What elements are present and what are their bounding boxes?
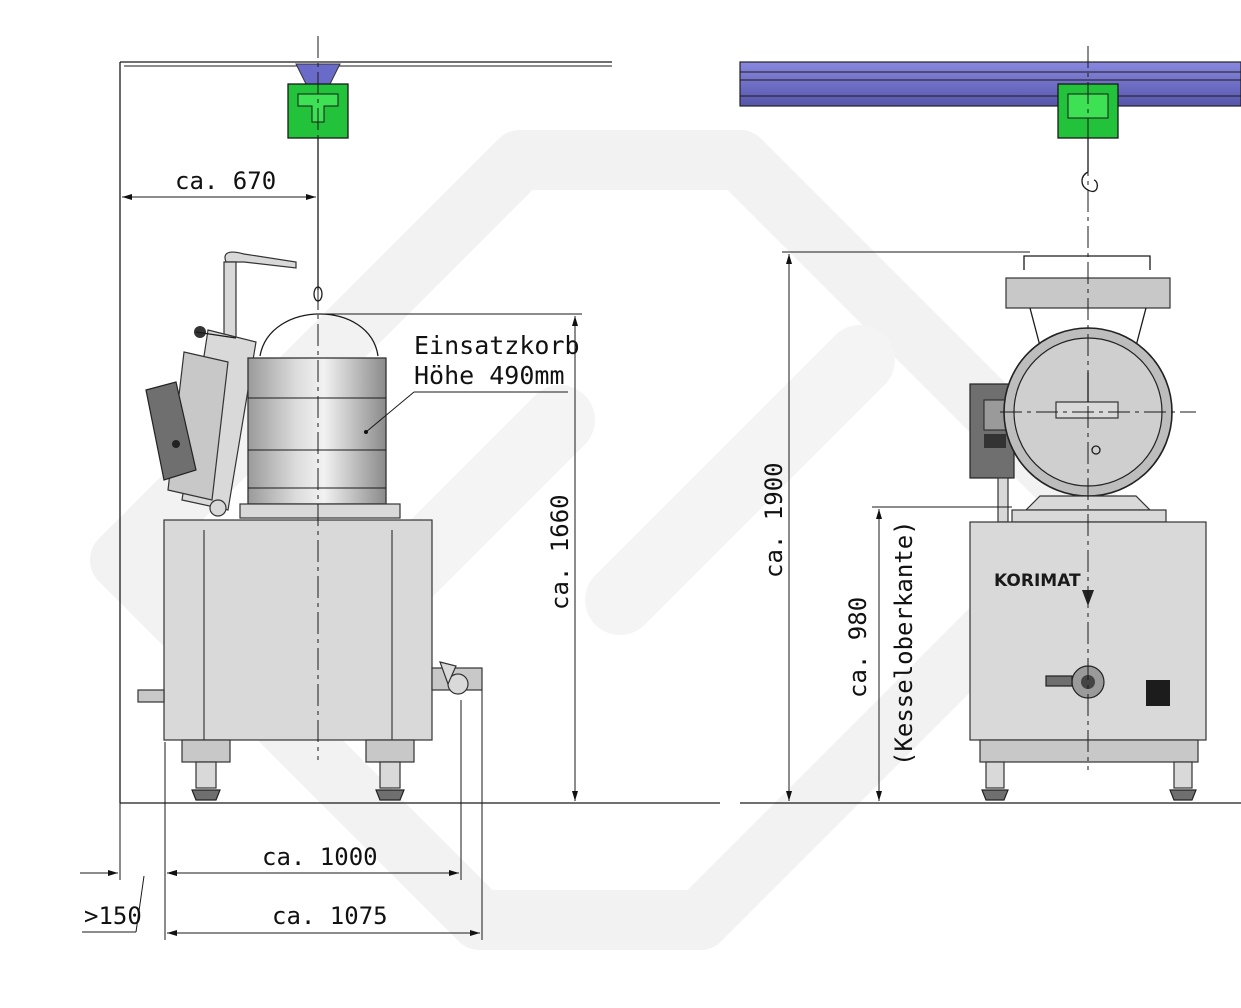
kettle-lid-round [997, 327, 1173, 523]
tilted-lid [145, 251, 297, 517]
dimension-1660: ca. 1660 [318, 313, 582, 801]
dim-150-label: >150 [84, 902, 142, 930]
basket-callout: Einsatzkorb Höhe 490mm [364, 331, 580, 434]
insert-basket [247, 313, 387, 505]
right-front-view: KORIMAT ca. 1900 ca. 980 [739, 46, 1241, 804]
dimension-1900: ca. 1900 [760, 251, 1030, 801]
left-side-view: ca. 670 Einsatzkorb Höhe 490mm ca. 1660 … [80, 36, 720, 940]
dim-670-label: ca. 670 [175, 167, 276, 195]
dim-1660-label: ca. 1660 [546, 494, 574, 610]
brand-label: KORIMAT [994, 571, 1081, 591]
kettle-body-left [137, 503, 483, 801]
dim-980-label: ca. 980 [844, 597, 872, 698]
dim-1000-label: ca. 1000 [262, 843, 378, 871]
basket-label-line2: Höhe 490mm [414, 361, 565, 390]
dimension-980: ca. 980 (Kesseloberkante) [844, 506, 1012, 801]
dimension-bottom-left: ca. 1000 ca. 1075 >150 [80, 690, 483, 940]
dim-1900-label: ca. 1900 [760, 462, 788, 578]
basket-label-line1: Einsatzkorb [414, 331, 580, 360]
ceiling-rail [739, 61, 1241, 107]
dimension-670: ca. 670 [122, 167, 316, 200]
dim-1075-label: ca. 1075 [272, 902, 388, 930]
dim-rim-label: (Kesseloberkante) [890, 520, 918, 766]
